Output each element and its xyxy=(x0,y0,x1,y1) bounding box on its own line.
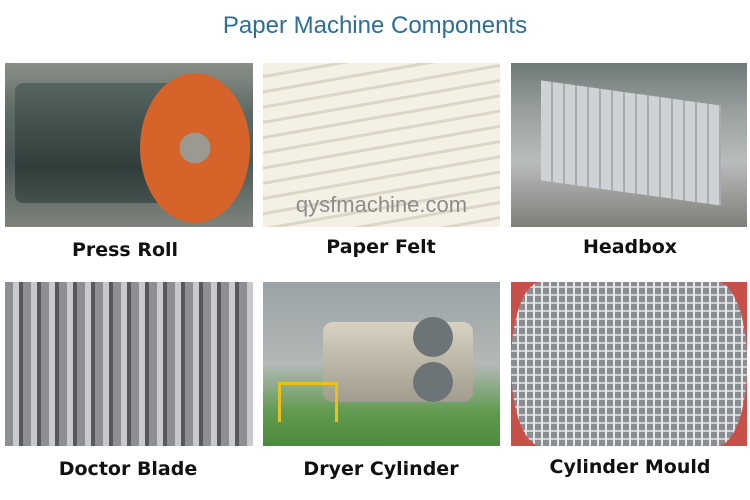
headbox-photo xyxy=(511,63,747,227)
item-label-headbox: Headbox xyxy=(582,236,678,258)
press-roll-photo xyxy=(5,63,253,227)
cylinder-mould-photo xyxy=(511,282,747,446)
item-label-paper-felt: Paper Felt xyxy=(326,236,436,258)
watermark: qysfmachine.com xyxy=(295,192,468,217)
doctor-blade-photo xyxy=(5,282,253,446)
paper-felt-photo xyxy=(263,63,500,227)
dryer-cylinder-photo xyxy=(263,282,500,446)
item-label-press-roll: Press Roll xyxy=(71,239,179,261)
page-title: Paper Machine Components xyxy=(222,12,528,39)
item-label-dryer-cylinder: Dryer Cylinder xyxy=(303,458,459,480)
item-label-doctor-blade: Doctor Blade xyxy=(58,458,198,480)
item-label-cylinder-mould: Cylinder Mould xyxy=(549,456,711,478)
